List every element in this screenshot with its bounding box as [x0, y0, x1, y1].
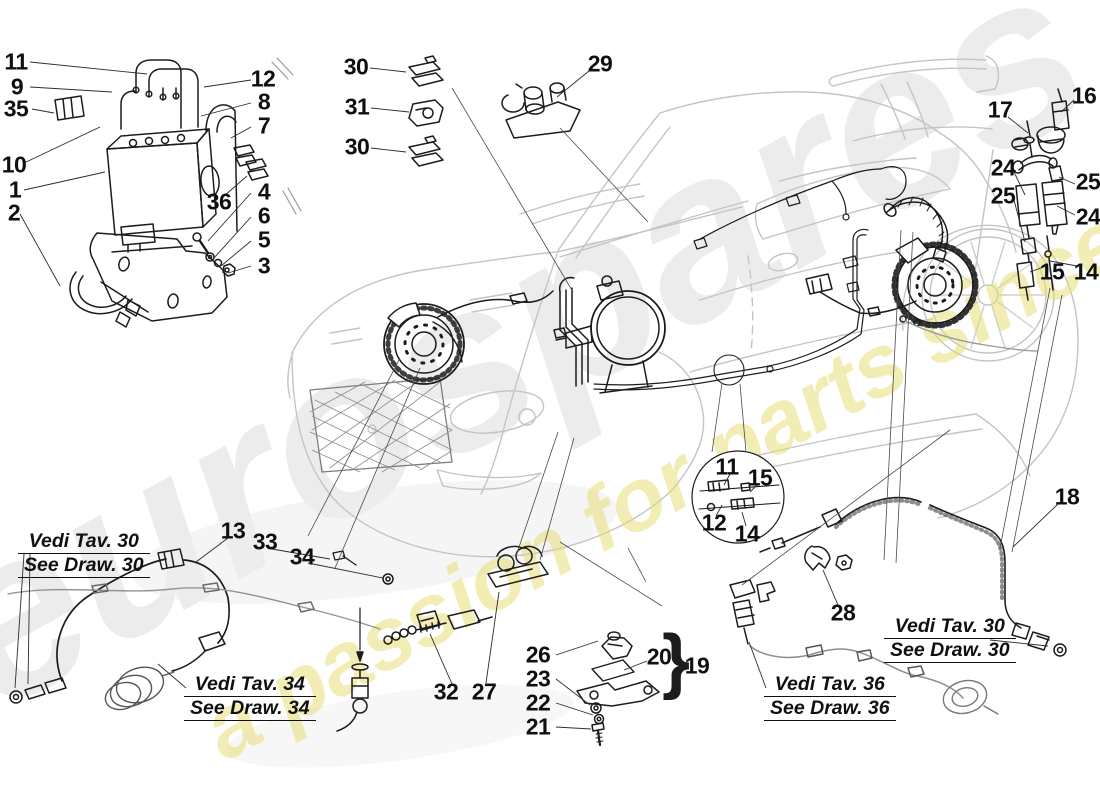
callout-25: 25 [1075, 168, 1100, 195]
callout-21: 21 [525, 713, 551, 740]
callout-32: 32 [433, 678, 459, 705]
callout-15: 15 [1039, 258, 1065, 285]
callout-12: 12 [250, 65, 276, 92]
callout-10: 10 [1, 151, 27, 178]
reference-draw-30-right: Vedi Tav. 30 See Draw. 30 [884, 615, 1016, 663]
group-brace: } [662, 621, 690, 701]
union-detail-bubble [691, 450, 785, 544]
callout-16: 16 [1071, 82, 1097, 109]
clips-36 [233, 144, 269, 181]
sensor-cable-group [7, 545, 549, 732]
brake-pipe-run [593, 228, 869, 391]
reference-line: See Draw. 30 [18, 554, 150, 578]
callout-18: 18 [1054, 483, 1080, 510]
corner-marks [271, 57, 302, 215]
callout-26: 26 [525, 641, 551, 668]
reference-draw-30-left: Vedi Tav. 30 See Draw. 30 [18, 530, 150, 578]
mount-bracket [69, 232, 236, 328]
callout-33: 33 [252, 528, 278, 555]
callout-17: 17 [987, 96, 1013, 123]
rear-brake-assembly [805, 196, 1038, 352]
bracket-kit-group [576, 631, 660, 747]
callout-15-detail: 15 [747, 464, 773, 491]
callout-29: 29 [587, 50, 613, 77]
callout-13: 13 [220, 517, 246, 544]
reference-draw-34: Vedi Tav. 34 See Draw. 34 [184, 673, 316, 721]
callout-36: 36 [206, 188, 232, 215]
reference-line: Vedi Tav. 34 [184, 673, 316, 697]
reference-line: Vedi Tav. 36 [764, 673, 896, 697]
callout-11: 11 [4, 48, 28, 75]
car-illustration [132, 55, 1079, 768]
callout-14: 14 [1073, 258, 1099, 285]
reference-line: See Draw. 34 [184, 697, 316, 721]
bracket-29 [501, 82, 581, 139]
callout-31: 31 [344, 93, 370, 120]
callout-24: 24 [990, 154, 1016, 181]
callout-14-detail: 14 [734, 520, 760, 547]
component-drawings: } [7, 55, 1070, 747]
callout-23: 23 [525, 665, 551, 692]
reference-draw-36: Vedi Tav. 36 See Draw. 36 [764, 673, 896, 721]
callout-34: 34 [289, 543, 315, 570]
callout-4: 4 [257, 178, 271, 205]
rear-upper-pipes [693, 166, 907, 250]
reference-line: See Draw. 30 [884, 639, 1016, 663]
rear-sensor-group [729, 545, 999, 715]
callout-8: 8 [257, 88, 271, 115]
pipe-clips-30-31 [408, 55, 444, 167]
front-grille [309, 377, 453, 473]
callout-27: 27 [471, 678, 497, 705]
callout-30b: 30 [344, 133, 370, 160]
callout-25b: 25 [990, 182, 1016, 209]
abs-unit-assembly [106, 59, 238, 253]
callout-12-detail: 12 [701, 509, 727, 536]
hose-fittings-column [1011, 88, 1070, 301]
leader-lines [14, 61, 1078, 730]
callout-19: 19 [684, 652, 710, 679]
callout-6: 6 [257, 202, 271, 229]
reference-line: Vedi Tav. 30 [884, 615, 1016, 639]
callout-22: 22 [525, 689, 551, 716]
callout-3: 3 [257, 252, 271, 279]
callout-30: 30 [343, 53, 369, 80]
callout-20: 20 [646, 643, 672, 670]
callout-2: 2 [7, 199, 21, 226]
reference-line: Vedi Tav. 30 [18, 530, 150, 554]
callout-9: 9 [10, 73, 24, 100]
brake-hose-13 [9, 548, 230, 711]
callout-24b: 24 [1075, 203, 1100, 230]
callout-1: 1 [8, 176, 22, 203]
brake-booster [553, 275, 666, 394]
reference-line: See Draw. 36 [764, 697, 896, 721]
clip-35 [54, 95, 85, 121]
front-brake-assembly [383, 290, 554, 385]
callout-5: 5 [257, 226, 271, 253]
callout-11-detail: 11 [715, 453, 739, 480]
callout-7: 7 [257, 112, 271, 139]
callout-28: 28 [830, 599, 856, 626]
brake-hose-18 [759, 496, 1067, 657]
callout-35: 35 [3, 95, 29, 122]
